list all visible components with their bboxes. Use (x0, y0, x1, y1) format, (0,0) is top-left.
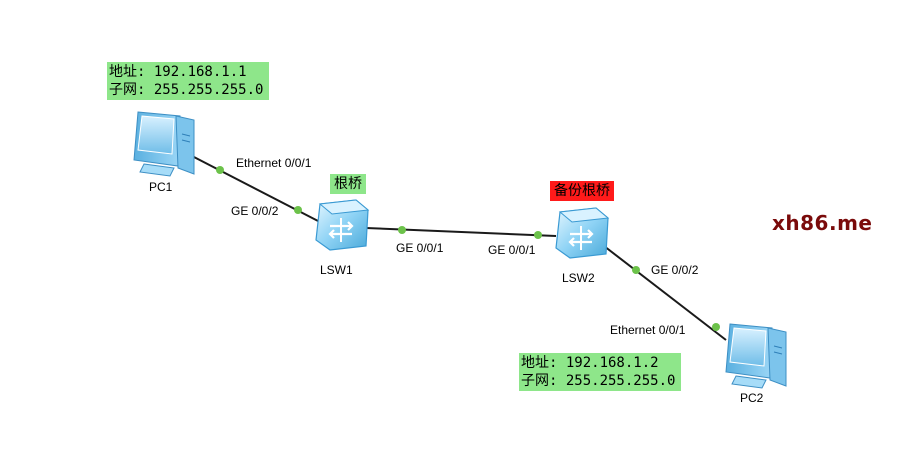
pc1-address: 地址: 192.168.1.1 (109, 64, 247, 80)
root-bridge-tag: 根桥 (330, 174, 366, 194)
port-label-pc2-eth: Ethernet 0/0/1 (610, 323, 686, 337)
port-label-pc1-eth: Ethernet 0/0/1 (236, 156, 312, 170)
port-label-lsw2-ge2: GE 0/0/2 (651, 263, 699, 277)
link-lsw1-lsw2 (365, 227, 557, 237)
pc2-config-note: 地址: 192.168.1.2 子网: 255.255.255.0 (519, 353, 682, 391)
switch-icon[interactable] (315, 199, 370, 251)
port-dot (632, 266, 640, 274)
link-lsw2-pc2 (603, 245, 727, 341)
port-label-lsw1-ge1: GE 0/0/1 (396, 241, 444, 255)
pc-icon[interactable] (133, 111, 195, 177)
port-dot (294, 206, 302, 214)
backup-root-bridge-tag: 备份根桥 (550, 181, 614, 201)
lsw2-label: LSW2 (562, 271, 595, 285)
watermark: xh86.me (772, 211, 873, 235)
pc2-subnet: 子网: 255.255.255.0 (521, 373, 676, 389)
switch-icon[interactable] (555, 207, 610, 259)
port-dot (398, 226, 406, 234)
pc1-label: PC1 (149, 180, 173, 194)
pc1-config-note: 地址: 192.168.1.1 子网: 255.255.255.0 (107, 62, 270, 100)
pc1-subnet: 子网: 255.255.255.0 (109, 82, 264, 98)
port-dot (712, 323, 720, 331)
port-label-lsw2-ge1: GE 0/0/1 (488, 243, 536, 257)
port-dot (216, 166, 224, 174)
pc2-label: PC2 (740, 391, 764, 405)
pc-icon[interactable] (725, 323, 787, 389)
port-dot (534, 231, 542, 239)
pc2-address: 地址: 192.168.1.2 (521, 355, 659, 371)
lsw1-label: LSW1 (320, 263, 353, 277)
port-label-lsw1-ge2: GE 0/0/2 (231, 204, 279, 218)
